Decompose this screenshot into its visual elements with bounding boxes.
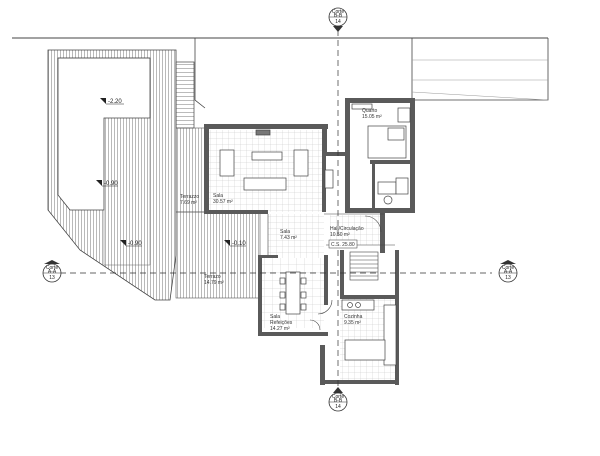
svg-text:Quarto: Quarto [362, 108, 378, 114]
svg-text:14: 14 [335, 404, 341, 410]
section-marker-aa-right: Corte A-A 13 [498, 260, 518, 283]
level-pool-top: -2.20 [100, 98, 124, 105]
svg-text:A-A: A-A [48, 269, 57, 275]
section-marker-bb-bottom: Corte B-B 14 [328, 387, 348, 412]
svg-text:10.50 m²: 10.50 m² [330, 232, 350, 238]
outdoor-stair [175, 61, 195, 129]
svg-text:14: 14 [335, 19, 341, 25]
svg-text:7.69 m²: 7.69 m² [180, 200, 197, 206]
svg-text:15.05 m²: 15.05 m² [362, 114, 382, 120]
svg-text:Terrazo: Terrazo [204, 274, 221, 280]
svg-text:B-B: B-B [334, 398, 343, 404]
living-furniture [219, 129, 334, 191]
svg-text:7.43 m²: 7.43 m² [280, 235, 297, 241]
svg-text:Hall/Circulação: Hall/Circulação [330, 226, 364, 232]
svg-text:B-B: B-B [334, 13, 343, 19]
level-pool-mid: -0.90 [96, 180, 118, 187]
svg-text:-0.10: -0.10 [232, 241, 246, 247]
svg-text:A-A: A-A [504, 269, 513, 275]
bedroom-furniture [351, 103, 411, 205]
svg-text:Corte: Corte [502, 265, 514, 271]
svg-text:-2.20: -2.20 [108, 99, 122, 105]
svg-text:13: 13 [49, 275, 55, 281]
svg-text:-0.90: -0.90 [128, 241, 142, 247]
svg-text:Sala: Sala [280, 229, 290, 235]
svg-text:Corte: Corte [332, 394, 344, 400]
site-boundary [12, 37, 549, 109]
level-markers: -2.20 -0.90 -0.90 -0.10 [96, 98, 246, 247]
svg-text:-0.90: -0.90 [104, 181, 118, 187]
svg-text:Cozinha: Cozinha [344, 314, 363, 320]
walls [204, 98, 415, 385]
lower-terrace [175, 211, 261, 299]
dining-furniture [279, 271, 307, 315]
section-marker-bb-top: Corte B-B 14 [328, 7, 348, 32]
svg-text:13: 13 [505, 275, 511, 281]
svg-text:Corte: Corte [46, 265, 58, 271]
room-label-cs: C.S. 25.80 [328, 239, 358, 249]
svg-text:9.35 m²: 9.35 m² [344, 320, 361, 326]
svg-text:Sala: Sala [213, 193, 223, 199]
section-lines [60, 30, 492, 388]
level-deck: -0.90 [120, 240, 142, 247]
svg-text:14.27 m²: 14.27 m² [270, 326, 290, 332]
svg-text:14.79 m²: 14.79 m² [204, 280, 224, 286]
svg-text:Terrazzo: Terrazzo [180, 194, 199, 200]
level-terrace: -0.10 [224, 240, 246, 247]
pool-deck [47, 49, 177, 301]
section-marker-aa-left: Corte A-A 13 [42, 260, 62, 283]
svg-text:Corte: Corte [332, 9, 344, 15]
svg-text:C.S. 25.80: C.S. 25.80 [331, 242, 355, 248]
kitchen-furniture [341, 299, 397, 366]
svg-text:30.57 m²: 30.57 m² [213, 199, 233, 205]
